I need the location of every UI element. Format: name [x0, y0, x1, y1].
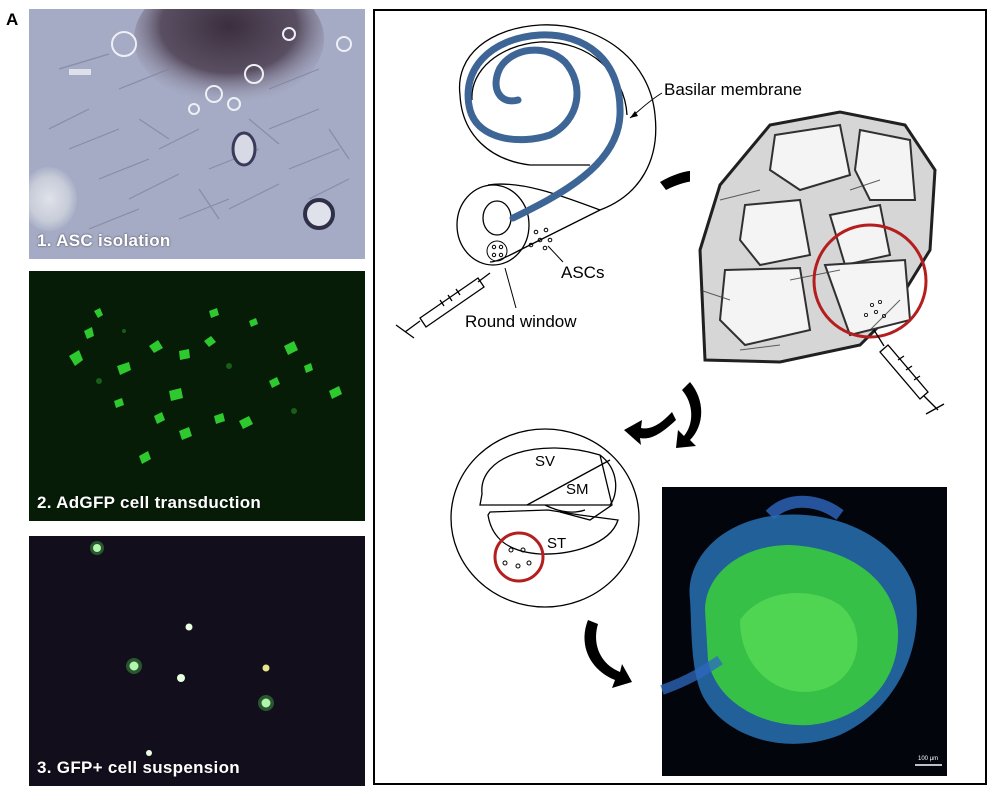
panel-a-letter: A	[6, 10, 19, 29]
round-window-dots	[486, 240, 508, 262]
cross-section-highlight-circle	[493, 531, 545, 583]
sm-label: SM	[566, 481, 589, 498]
syringe-right-icon	[873, 329, 945, 415]
scale-bar-label: 100 µm	[918, 756, 938, 762]
basilar-membrane-label: Basilar membrane	[664, 80, 802, 99]
cochlea-drawing	[456, 24, 657, 266]
histology-highlight-circle	[812, 223, 928, 339]
asc-isolation-image: 1. ASC isolation	[29, 9, 365, 259]
cochlea-cross-section	[450, 428, 640, 608]
cochlea-histology-image	[690, 110, 937, 364]
st-label: ST	[547, 535, 566, 552]
syringe-left-icon	[395, 272, 491, 339]
fluorescence-micrograph: 100 µm	[660, 487, 947, 776]
basilar-membrane-curve	[464, 31, 624, 222]
sv-label: SV	[535, 453, 555, 470]
adgfp-transduction-image: 2. AdGFP cell transduction	[29, 271, 365, 521]
adgfp-transduction-caption: 2. AdGFP cell transduction	[37, 493, 262, 512]
round-window-label: Round window	[465, 312, 577, 331]
gfp-suspension-caption: 3. GFP+ cell suspension	[37, 758, 240, 777]
asc-dots	[528, 227, 553, 251]
gfp-suspension-image: 3. GFP+ cell suspension	[29, 536, 365, 786]
asc-isolation-caption: 1. ASC isolation	[37, 231, 171, 250]
ascs-label: ASCs	[561, 263, 604, 282]
